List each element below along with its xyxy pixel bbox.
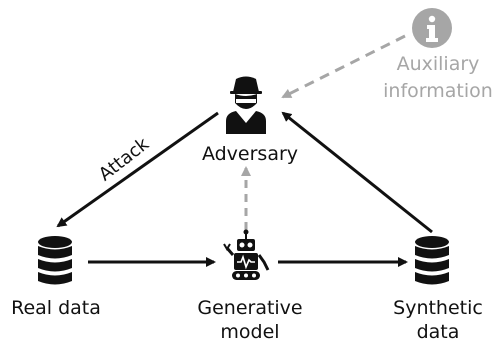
generative-model-label-line2: model [220, 321, 280, 343]
robot-icon [223, 229, 270, 280]
hacker-icon [226, 76, 266, 134]
synthetic-to-adversary-arrow [281, 111, 433, 234]
synthetic-data-label-line2: data [416, 321, 460, 343]
auxiliary-information-label-line2: information [383, 80, 493, 102]
synthetic-data-label-line1: Synthetic [393, 297, 483, 319]
database-icon [415, 236, 449, 285]
auxiliary-to-adversary-dashed-arrow [281, 34, 406, 99]
adversary-label: Adversary [201, 143, 299, 165]
auxiliary-information-label-line1: Auxiliary [396, 53, 480, 75]
info-icon [412, 8, 452, 48]
generative-model-label-line1: Generative [197, 297, 303, 319]
database-icon [38, 236, 72, 285]
real-data-label: Real data [11, 297, 101, 319]
attack-arrow [56, 111, 219, 228]
